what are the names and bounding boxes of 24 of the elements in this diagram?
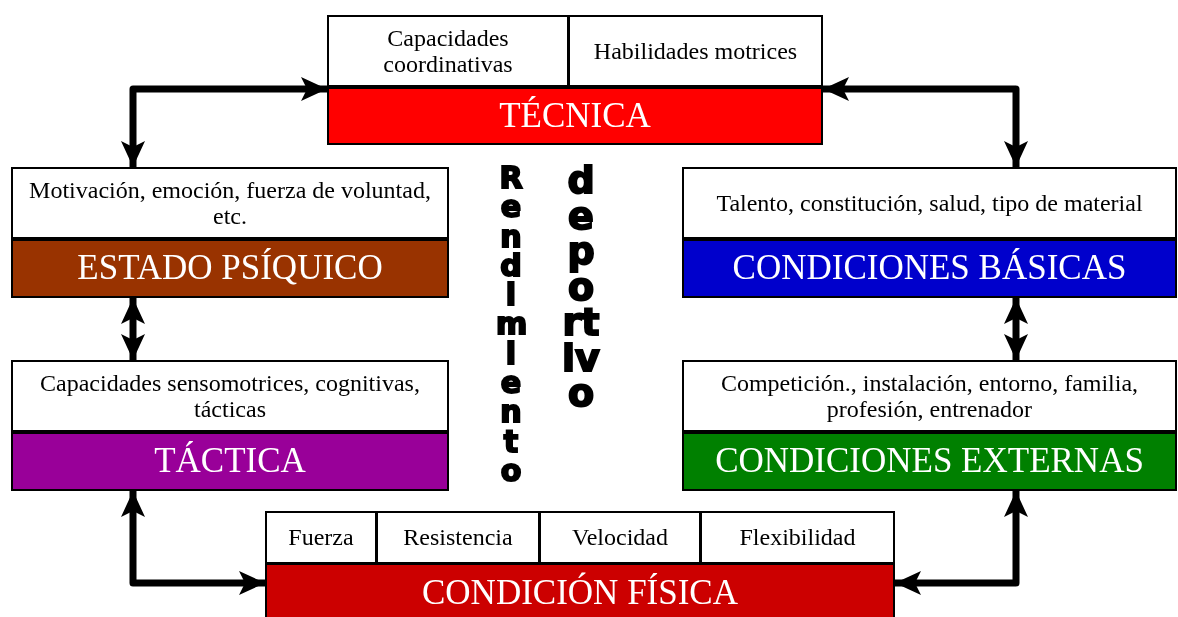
description-box: Talento, constitución, salud, tipo de material	[682, 167, 1177, 239]
double-arrow	[895, 491, 1028, 595]
vertical-title: deportivo	[562, 163, 600, 412]
double-arrow	[121, 298, 145, 360]
vertical-title: Rendimiento	[496, 163, 526, 486]
heading-bar: TÉCNICA	[327, 87, 823, 145]
double-arrow	[121, 491, 265, 595]
description-box: Resistencia	[376, 511, 540, 564]
description-box: Flexibilidad	[700, 511, 895, 564]
double-arrow	[1004, 298, 1028, 360]
description-box: Capacidades coordinativas	[327, 15, 569, 87]
heading-bar: CONDICIONES BÁSICAS	[682, 239, 1177, 298]
description-box: Habilidades motrices	[568, 15, 823, 87]
description-box: Competición., instalación, entorno, familia, profesión, entrenador	[682, 360, 1177, 432]
heading-bar: TÁCTICA	[11, 432, 449, 491]
heading-bar: CONDICIÓN FÍSICA	[265, 563, 895, 617]
double-arrow	[823, 77, 1028, 167]
description-box: Motivación, emoción, fuerza de voluntad, etc.	[11, 167, 449, 239]
heading-bar: CONDICIONES EXTERNAS	[682, 432, 1177, 491]
double-arrow	[121, 77, 327, 167]
description-box: Capacidades sensomotrices, cognitivas, tácticas	[11, 360, 449, 432]
description-box: Velocidad	[539, 511, 701, 564]
description-box: Fuerza	[265, 511, 377, 564]
heading-bar: ESTADO PSÍQUICO	[11, 239, 449, 298]
